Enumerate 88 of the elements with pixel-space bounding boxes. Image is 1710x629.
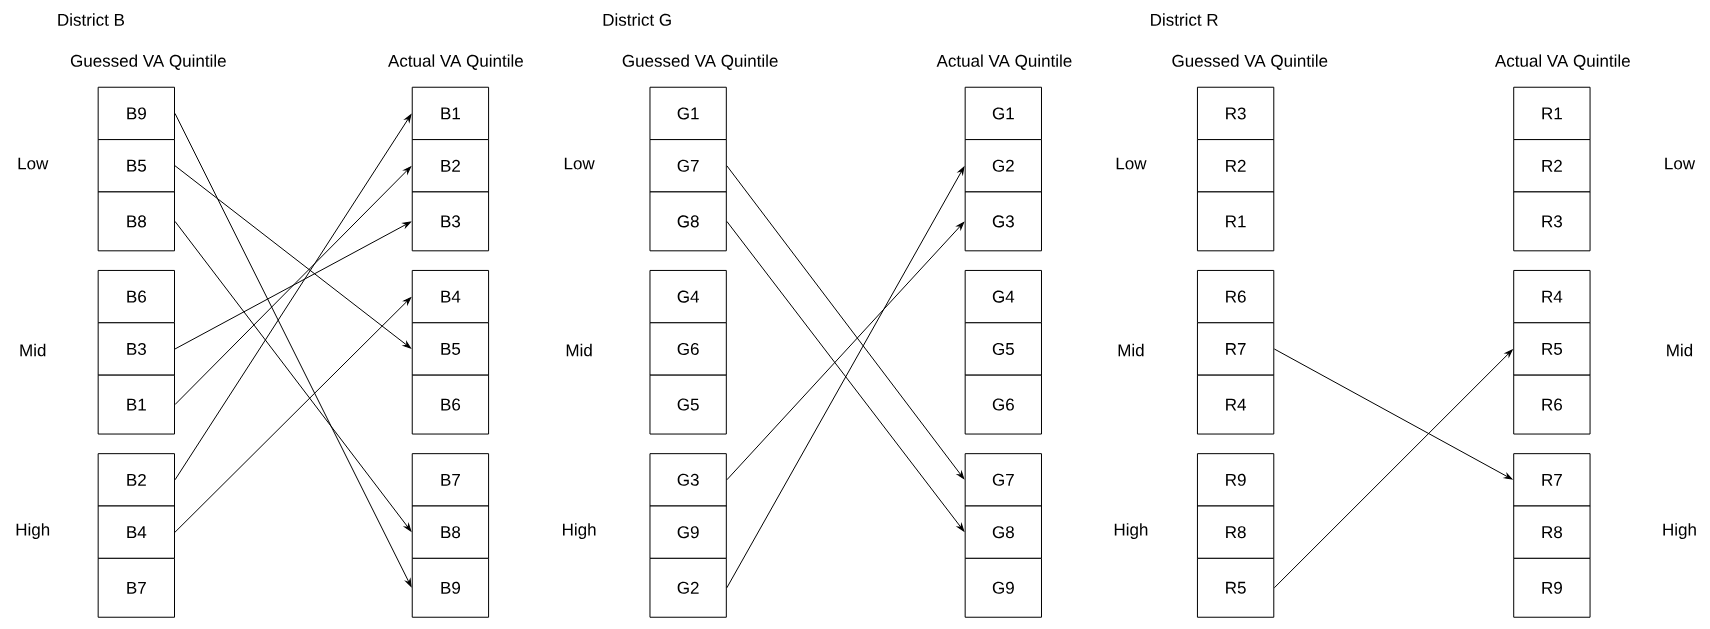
quintile-cell: G1 bbox=[964, 86, 1042, 140]
district-title: District G bbox=[603, 13, 671, 26]
arrow bbox=[726, 220, 965, 532]
quintile-cell: R6 bbox=[1196, 269, 1275, 324]
quintile-cell: B2 bbox=[97, 453, 175, 507]
quintile-cell: G2 bbox=[649, 557, 727, 618]
quintile-cell: B1 bbox=[97, 374, 175, 435]
quintile-cell: G3 bbox=[649, 453, 727, 507]
arrow bbox=[726, 166, 965, 589]
arrow bbox=[174, 112, 412, 587]
quintile-cell: B3 bbox=[411, 191, 490, 252]
quintile-cell: B4 bbox=[97, 505, 175, 559]
quintile-cell: R5 bbox=[1196, 557, 1275, 618]
column-heading: Actual VA Quintile bbox=[936, 54, 1072, 70]
quintile-cell: B2 bbox=[411, 138, 490, 193]
quintile-cell: B7 bbox=[411, 453, 490, 507]
column-heading: Actual VA Quintile bbox=[388, 54, 523, 70]
quintile-cell: R9 bbox=[1513, 557, 1591, 618]
quintile-cell: R8 bbox=[1196, 505, 1275, 559]
quintile-cell: B7 bbox=[97, 557, 175, 618]
quintile-cell: G7 bbox=[964, 453, 1042, 507]
row-label: Mid bbox=[566, 343, 592, 357]
quintile-cell: R2 bbox=[1196, 138, 1275, 193]
quintile-cell: G9 bbox=[649, 505, 727, 559]
row-label: High bbox=[1663, 523, 1696, 539]
row-label: Low bbox=[1116, 157, 1147, 170]
quintile-cell: G2 bbox=[964, 138, 1042, 193]
arrow bbox=[174, 221, 411, 350]
row-label: Low bbox=[1665, 157, 1696, 170]
arrow bbox=[174, 166, 412, 405]
arrow bbox=[726, 221, 965, 481]
district-title: District B bbox=[58, 13, 125, 26]
quintile-cell: B4 bbox=[411, 269, 490, 324]
row-label: Low bbox=[18, 157, 49, 170]
quintile-cell: G3 bbox=[964, 191, 1042, 252]
quintile-cell: B6 bbox=[97, 269, 175, 324]
district-title: District R bbox=[1151, 13, 1218, 26]
quintile-cell: B5 bbox=[97, 138, 175, 193]
quintile-cell: R7 bbox=[1196, 322, 1275, 376]
quintile-cell: R4 bbox=[1513, 269, 1591, 324]
quintile-cell: G8 bbox=[964, 505, 1042, 559]
quintile-cell: R1 bbox=[1513, 86, 1591, 140]
row-label: Low bbox=[564, 157, 595, 170]
arrow bbox=[174, 297, 412, 533]
arrow bbox=[1273, 349, 1513, 589]
quintile-cell: R3 bbox=[1196, 86, 1275, 140]
quintile-cell: B6 bbox=[411, 374, 490, 435]
quintile-cell: B8 bbox=[97, 191, 175, 252]
column-heading: Guessed VA Quintile bbox=[70, 54, 226, 70]
quintile-cell: G4 bbox=[649, 269, 727, 324]
arrow bbox=[726, 165, 965, 479]
row-label: Mid bbox=[20, 343, 46, 357]
quintile-cell: B1 bbox=[411, 86, 490, 140]
row-label: High bbox=[1114, 523, 1148, 539]
quintile-cell: R9 bbox=[1196, 453, 1275, 507]
quintile-cell: R1 bbox=[1196, 191, 1275, 252]
arrow bbox=[174, 114, 412, 481]
row-label: High bbox=[563, 523, 596, 539]
quintile-cell: B9 bbox=[411, 557, 490, 618]
quintile-cell: R3 bbox=[1513, 191, 1591, 252]
quintile-cell: B3 bbox=[97, 322, 175, 376]
quintile-cell: G7 bbox=[649, 138, 727, 193]
arrow bbox=[1273, 348, 1513, 480]
quintile-cell: R8 bbox=[1513, 505, 1591, 559]
row-label: High bbox=[16, 523, 50, 539]
quintile-cell: B8 bbox=[411, 505, 490, 559]
quintile-cell: R5 bbox=[1513, 322, 1591, 376]
quintile-cell: G5 bbox=[964, 322, 1042, 376]
quintile-cell: B5 bbox=[411, 322, 490, 376]
arrow bbox=[174, 220, 412, 532]
quintile-cell: R6 bbox=[1513, 374, 1591, 435]
quintile-cell: R4 bbox=[1196, 374, 1275, 435]
quintile-cell: R7 bbox=[1513, 453, 1591, 507]
column-heading: Actual VA Quintile bbox=[1494, 54, 1630, 70]
column-heading: Guessed VA Quintile bbox=[1172, 54, 1328, 70]
quintile-cell: G5 bbox=[649, 374, 727, 435]
quintile-cell: B9 bbox=[97, 86, 175, 140]
quintile-cell: G9 bbox=[964, 557, 1042, 618]
row-label: Mid bbox=[1667, 343, 1693, 357]
quintile-cell: G1 bbox=[649, 86, 727, 140]
quintile-cell: G6 bbox=[964, 374, 1042, 435]
column-heading: Guessed VA Quintile bbox=[622, 54, 778, 70]
quintile-cell: R2 bbox=[1513, 138, 1591, 193]
quintile-cell: G4 bbox=[964, 269, 1042, 324]
quintile-cell: G8 bbox=[649, 191, 727, 252]
arrow bbox=[174, 165, 412, 349]
quintile-cell: G6 bbox=[649, 322, 727, 376]
row-label: Mid bbox=[1118, 343, 1144, 357]
